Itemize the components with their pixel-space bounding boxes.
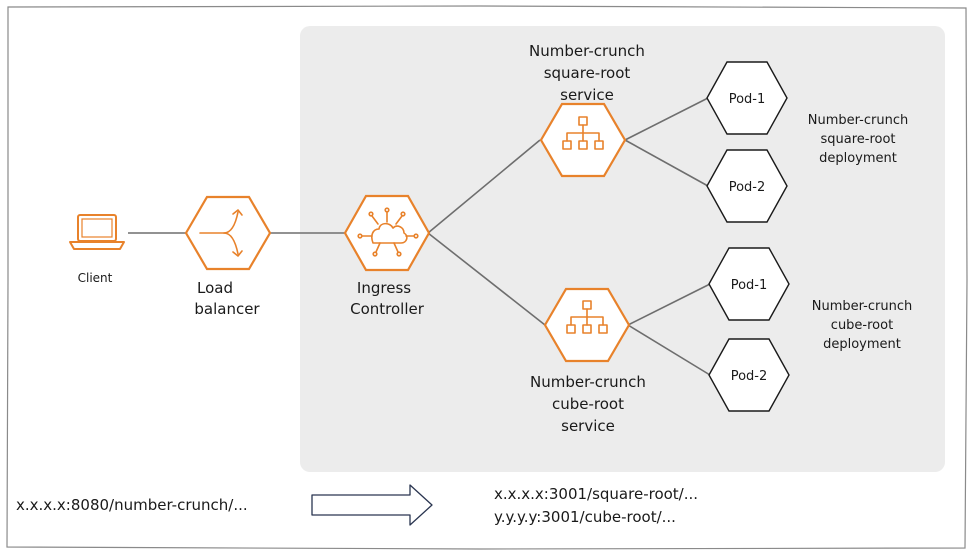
sqrt-service-label-line1: Number-crunch (529, 42, 645, 60)
edge-ingress-sqrt-service (427, 139, 541, 234)
edge-sqrt-service-pod1 (624, 97, 709, 141)
cube-pod-1-label: Pod-1 (731, 278, 768, 293)
sqrt-pod-1-hexagon (706, 61, 788, 135)
split-arrows-icon (199, 209, 243, 257)
cube-service-node[interactable]: Number-crunch cube-root service (530, 287, 646, 435)
sqrt-pod-2[interactable]: Pod-2 (706, 149, 788, 223)
cube-service-label-line1: Number-crunch (530, 373, 646, 391)
laptop-icon (69, 214, 125, 250)
outgoing-url-1: x.x.x.x:3001/square-root/... (494, 485, 698, 503)
hierarchy-icon (566, 300, 608, 334)
cloud-network-icon (357, 207, 419, 257)
sqrt-deployment-line3: deployment (819, 151, 897, 166)
load-balancer-hexagon (184, 195, 272, 271)
cube-pod-1[interactable]: Pod-1 (708, 247, 790, 321)
sqrt-deployment-line1: Number-crunch (808, 113, 908, 128)
load-balancer-node[interactable]: Load balancer (184, 195, 272, 318)
cube-deployment-line1: Number-crunch (812, 299, 912, 314)
incoming-url: x.x.x.x:8080/number-crunch/... (16, 496, 248, 514)
sqrt-pod-2-label: Pod-2 (729, 180, 766, 195)
cube-pod-2-hexagon (708, 338, 790, 412)
ingress-label-line2: Controller (350, 300, 425, 318)
ingress-controller-node[interactable]: Ingress Controller (343, 194, 431, 318)
cube-service-label-line2: cube-root (552, 395, 624, 413)
cube-pod-2-label: Pod-2 (731, 369, 768, 384)
cube-deployment-line3: deployment (823, 337, 901, 352)
sqrt-service-label-line3: service (560, 86, 614, 104)
edge-cube-service-pod1 (627, 283, 711, 326)
load-balancer-label-line1: Load (197, 279, 233, 297)
sqrt-service-label-line2: square-root (544, 64, 631, 82)
hierarchy-icon (562, 116, 604, 150)
cube-deployment-label: Number-crunch cube-root deployment (812, 299, 912, 352)
edge-sqrt-service-pod2 (624, 139, 709, 187)
cluster-area (300, 26, 945, 472)
cube-pod-1-hexagon (708, 247, 790, 321)
sqrt-deployment-line2: square-root (820, 132, 895, 147)
sqrt-pod-1-label: Pod-1 (729, 92, 766, 107)
edges (128, 97, 711, 376)
sqrt-pod-2-hexagon (706, 149, 788, 223)
load-balancer-label-line2: balancer (194, 300, 260, 318)
edge-ingress-cube-service (427, 232, 546, 326)
client-label: Client (78, 271, 113, 285)
ingress-label-line1: Ingress (357, 279, 411, 297)
outer-frame (6, 5, 968, 550)
cube-service-label-line3: service (561, 417, 615, 435)
cube-deployment-line2: cube-root (831, 318, 893, 333)
outgoing-url-2: y.y.y.y:3001/cube-root/... (494, 508, 676, 526)
ingress-hexagon (343, 194, 431, 272)
routing-arrow (311, 484, 433, 526)
sqrt-pod-1[interactable]: Pod-1 (706, 61, 788, 135)
client-node[interactable]: Client (69, 214, 125, 285)
edge-cube-service-pod2 (627, 324, 711, 376)
right-arrow-icon (311, 484, 433, 526)
sqrt-service-node[interactable]: Number-crunch square-root service (529, 42, 645, 178)
sqrt-deployment-label: Number-crunch square-root deployment (808, 113, 908, 166)
cube-pod-2[interactable]: Pod-2 (708, 338, 790, 412)
